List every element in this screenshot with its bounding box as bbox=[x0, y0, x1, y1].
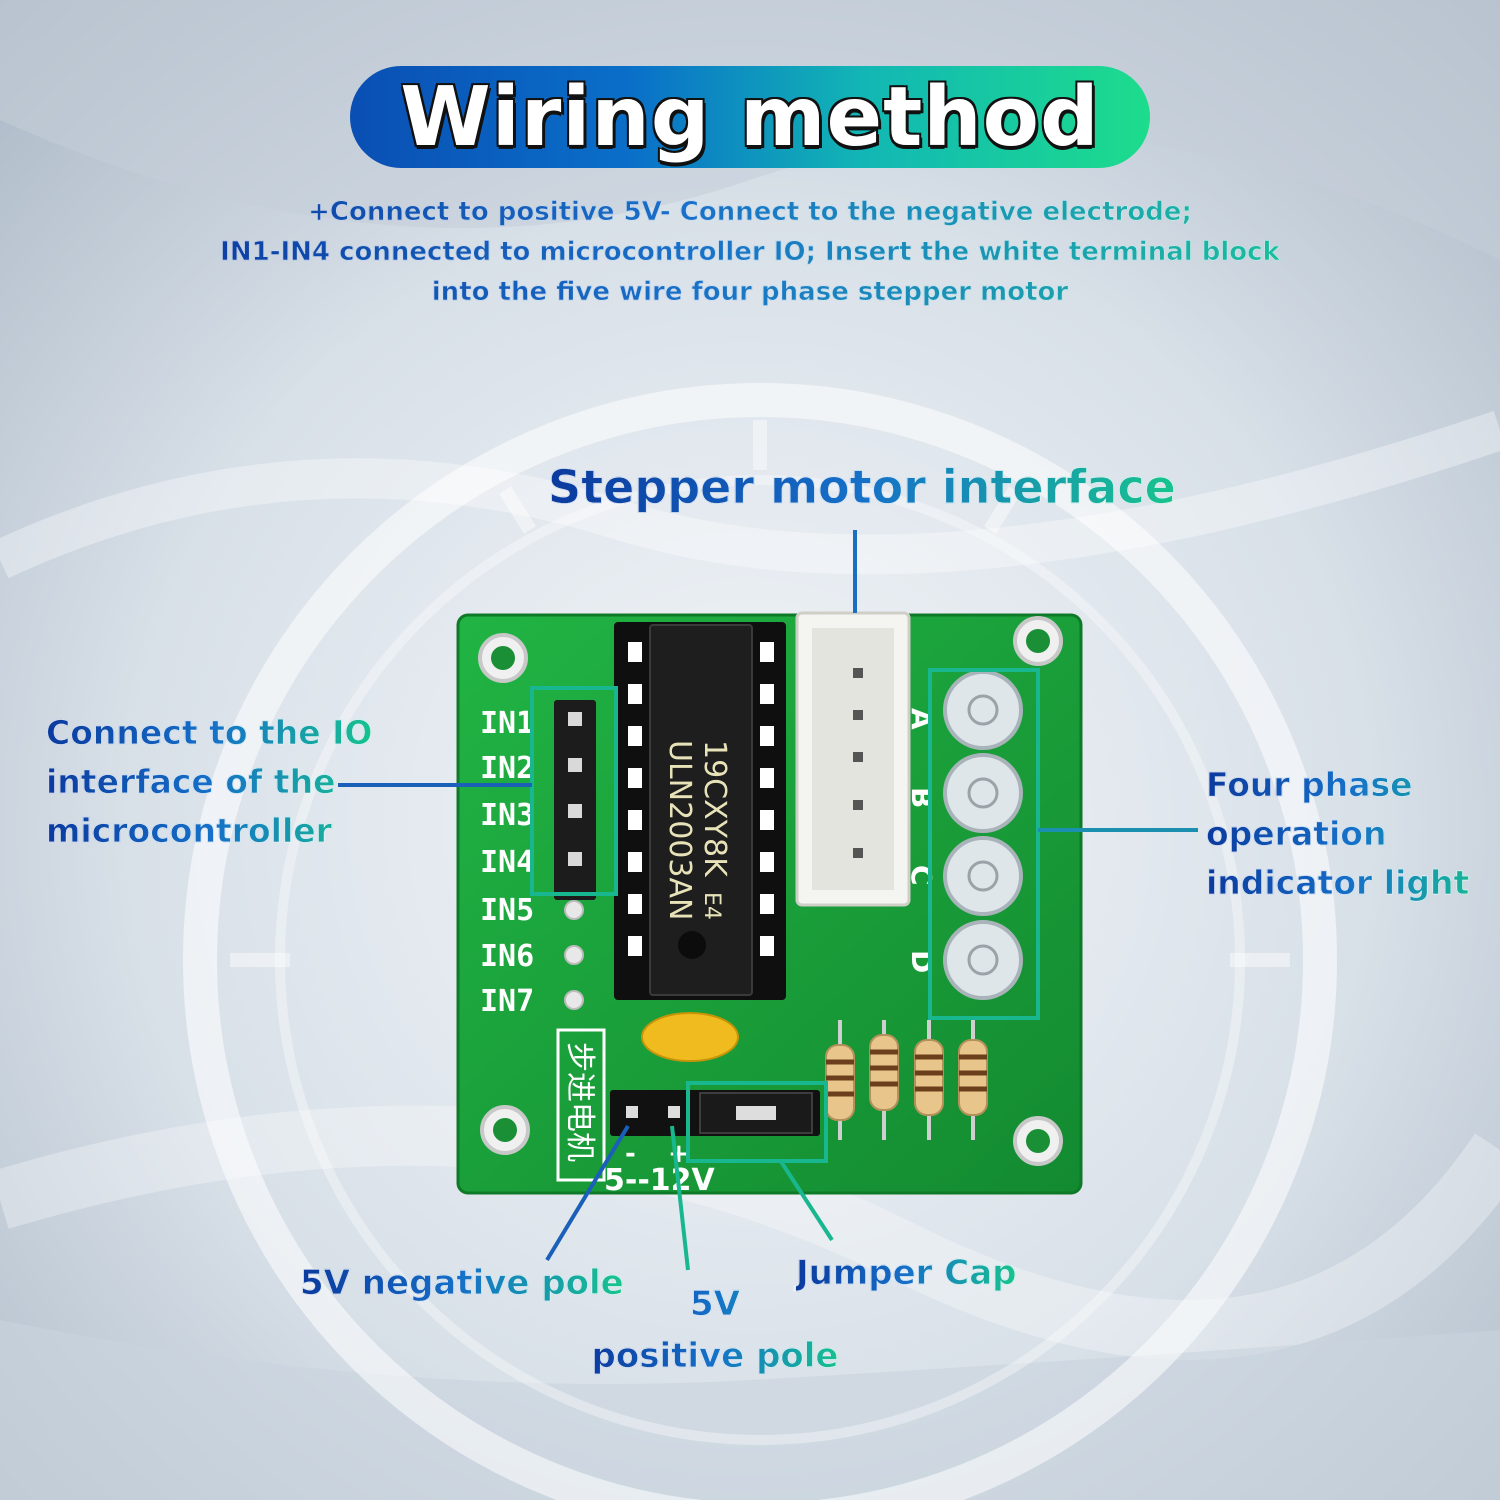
input-pin-header bbox=[554, 700, 596, 900]
description-line: +Connect to positive 5V- Connect to the … bbox=[150, 192, 1350, 232]
chip-marking: ULN2003AN bbox=[662, 740, 697, 920]
description-line: into the five wire four phase stepper mo… bbox=[150, 272, 1350, 312]
jumper-cap-label: Jumper Cap bbox=[796, 1253, 1017, 1294]
chip-marking: E4 bbox=[699, 892, 724, 920]
negative-callout-line bbox=[545, 1124, 630, 1262]
input-label: IN1 bbox=[480, 706, 534, 741]
chip-pin1-dot bbox=[678, 931, 706, 959]
indicator-led bbox=[943, 670, 1023, 1000]
positive-pole-label: 5V positive pole bbox=[585, 1278, 845, 1382]
jumper-callout-line bbox=[778, 1158, 834, 1242]
capacitor bbox=[641, 1012, 739, 1062]
led-highlight-box bbox=[928, 668, 1040, 1020]
positive-callout-line bbox=[670, 1125, 690, 1271]
negative-pole-label: 5V negative pole bbox=[300, 1263, 624, 1304]
io-highlight-box bbox=[530, 686, 618, 896]
title-banner: Wiring method bbox=[350, 66, 1150, 168]
input-label: IN6 bbox=[480, 939, 534, 974]
minus-sign: - bbox=[625, 1139, 636, 1169]
input-label: IN4 bbox=[480, 845, 534, 880]
io-interface-label: Connect to the IO interface of the micro… bbox=[46, 708, 376, 855]
input-label: IN5 bbox=[480, 893, 534, 928]
jumper-highlight-box bbox=[686, 1081, 828, 1163]
page-title: Wiring method bbox=[400, 69, 1100, 165]
phase-label: A bbox=[905, 708, 938, 730]
input-label: IN2 bbox=[480, 751, 534, 786]
indicator-light-label: Four phase operation indicator light bbox=[1206, 760, 1496, 907]
wiring-description: +Connect to positive 5V- Connect to the … bbox=[150, 192, 1350, 312]
board-chinese-label: 步进电机 bbox=[562, 1042, 597, 1162]
phase-label: B bbox=[905, 787, 938, 808]
stepper-interface-label: Stepper motor interface bbox=[548, 460, 1177, 515]
positive-pole-line: positive pole bbox=[591, 1336, 839, 1377]
input-label: IN7 bbox=[480, 984, 534, 1019]
positive-pole-line: 5V bbox=[690, 1284, 741, 1325]
chip-marking: 19CXY8K bbox=[697, 740, 732, 878]
phase-label: C bbox=[905, 865, 938, 886]
uln2003-chip bbox=[649, 624, 753, 996]
input-label: IN3 bbox=[480, 798, 534, 833]
phase-label: D bbox=[905, 950, 938, 973]
description-line: IN1-IN4 connected to microcontroller IO;… bbox=[150, 232, 1350, 272]
voltage-label: 5--12V bbox=[604, 1163, 716, 1198]
